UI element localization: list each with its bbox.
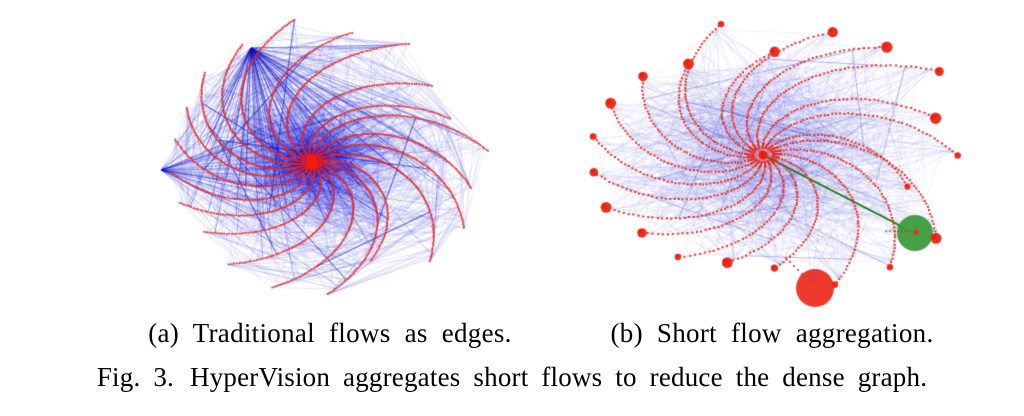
figure-caption: Fig. 3. HyperVision aggregates short flow… <box>0 362 1024 393</box>
graph-a-traditional-flows <box>90 0 540 318</box>
figure-caption-label: Fig. 3. <box>96 362 175 392</box>
figure-caption-text: HyperVision aggregates short flows to re… <box>190 362 928 392</box>
graph-b-short-flow-aggregation <box>548 0 1024 318</box>
subcaption-b: (b) Short flow aggregation. <box>610 318 934 348</box>
subcaption-a: (a) Traditional flows as edges. <box>148 318 512 348</box>
